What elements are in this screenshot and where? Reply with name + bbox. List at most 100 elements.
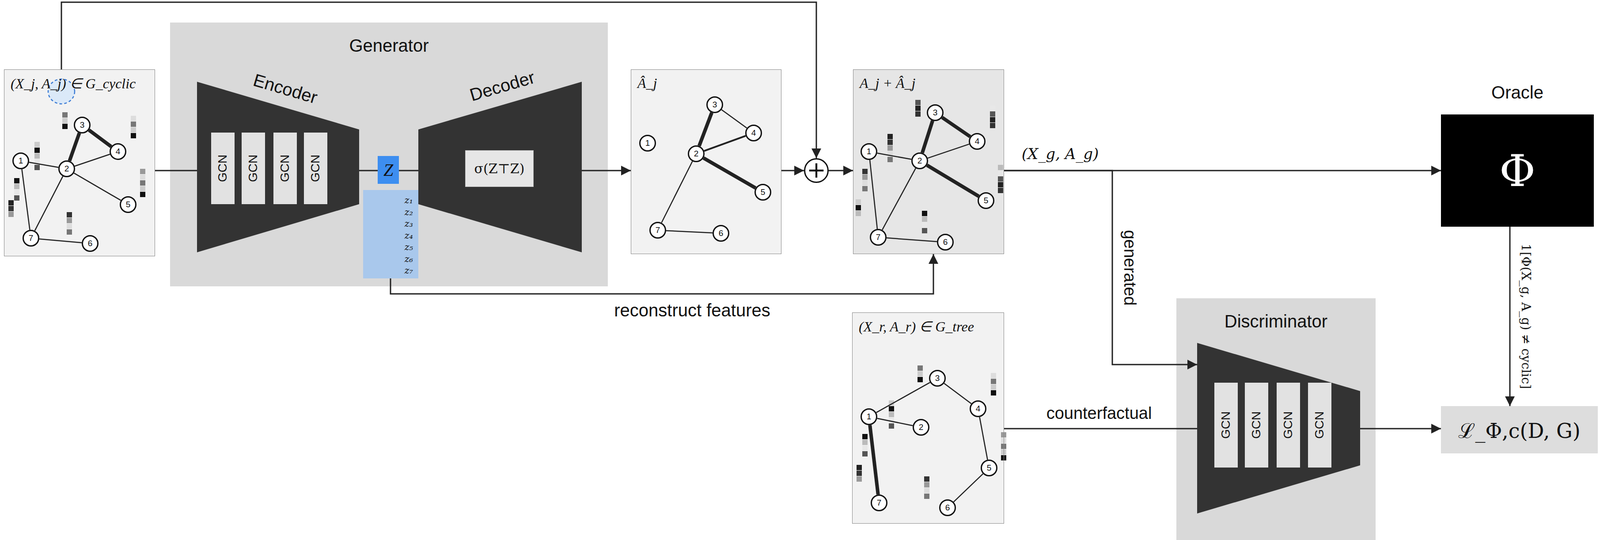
node-text: z₃ <box>404 217 414 230</box>
node-text: 4 <box>115 146 121 157</box>
graph-panel: Â_j1234567 <box>630 69 782 255</box>
node-text: 3 <box>79 120 85 130</box>
gcn-layer: GCN <box>1276 382 1301 468</box>
feature-cell <box>887 133 893 140</box>
flow-arrow <box>390 254 934 294</box>
panel-fill <box>1176 298 1376 540</box>
feature-cell <box>915 105 921 111</box>
graph-edge <box>944 382 972 404</box>
graph-node: 1 <box>860 408 878 425</box>
flow-arrow <box>1360 428 1441 430</box>
node-text: (X_j, A_j) ∈ G_cyclic <box>10 75 136 92</box>
module-panel: GeneratorEncoderGCNGCNGCNGCNZz₁z₂z₃z₄z₅z… <box>170 22 608 287</box>
node-text: 3 <box>712 99 718 110</box>
feature-cell <box>989 117 996 123</box>
node-text: 5 <box>125 199 131 210</box>
feature-cell <box>921 222 928 228</box>
node-text: 1 <box>866 146 872 157</box>
feature-cell <box>34 153 40 159</box>
node-text: 4 <box>751 128 757 138</box>
node-text: A_j + Â_j <box>859 75 916 92</box>
graph-panel: A_j + Â_j1234567 <box>853 69 1005 255</box>
graph-edge <box>73 173 121 201</box>
feature-cell <box>921 216 928 222</box>
graph-node: 1 <box>639 134 656 152</box>
feature-cell <box>997 164 1004 171</box>
feature-cell <box>997 187 1004 194</box>
node-text: Discriminator <box>1176 311 1376 332</box>
formula-box: σ(Z⊤Z) <box>465 150 534 187</box>
feature-cell <box>130 121 137 127</box>
node-text: GCN <box>246 154 261 182</box>
discriminator-trapezoid <box>1197 342 1361 514</box>
feature-cell <box>990 378 997 384</box>
graph-node: 6 <box>936 233 954 251</box>
graph-edge <box>876 382 931 413</box>
graph-panel: (X_r, A_r) ∈ G_tree1234567 <box>852 312 1005 524</box>
feature-cell <box>66 212 73 218</box>
graph-node: 7 <box>649 221 667 239</box>
node-text: 7 <box>876 497 882 508</box>
node-text: 6 <box>945 502 951 513</box>
feature-cell <box>989 122 996 129</box>
graph-node: 5 <box>754 183 772 201</box>
feature-cell <box>1000 437 1007 444</box>
feature-cell <box>990 372 997 379</box>
node-text: 4 <box>975 403 981 414</box>
graph-node: 6 <box>712 224 730 242</box>
oracle-box: OracleΦ <box>1440 114 1594 227</box>
node-text: z₂ <box>404 206 414 219</box>
feature-cell <box>862 445 868 451</box>
feature-cell <box>1000 443 1007 449</box>
graph-node: 2 <box>911 152 929 170</box>
graph-edge <box>886 237 937 242</box>
node-text: z₇ <box>404 264 414 277</box>
graph-node: 7 <box>870 494 888 512</box>
node-text: 6 <box>718 228 724 239</box>
feature-cell <box>856 470 862 476</box>
graph-node: 2 <box>58 160 76 178</box>
feature-cell <box>62 117 68 124</box>
graph-edge <box>699 112 713 146</box>
node-text: (X_r, A_r) ∈ G_tree <box>858 318 975 335</box>
feature-cell <box>990 384 997 390</box>
feature-cell <box>66 217 73 224</box>
feature-cell <box>8 211 14 217</box>
node-text: 1 <box>645 138 651 148</box>
graph-edge <box>29 162 59 168</box>
feature-cell <box>921 227 928 234</box>
node-text: 2 <box>918 422 924 433</box>
feature-cell <box>66 223 73 229</box>
feature-cell <box>856 476 862 482</box>
feature-cell <box>855 210 861 217</box>
feature-cell <box>14 178 20 184</box>
graph-panel: (X_j, A_j) ∈ G_cyclic1234567 <box>3 69 156 257</box>
graph-node: 7 <box>22 229 40 247</box>
node-text: Z <box>383 159 394 181</box>
edge-label: (X_g, A_g) <box>1020 144 1100 163</box>
graph-node: 3 <box>73 116 91 134</box>
graph-node: 4 <box>745 124 763 142</box>
graph-edge <box>869 424 879 495</box>
graph-node: 4 <box>969 400 987 418</box>
graph-edge <box>39 238 82 243</box>
node-text: 3 <box>932 107 938 118</box>
graph-node: 3 <box>928 369 946 387</box>
flow-arrow <box>155 170 198 172</box>
feature-cell <box>1000 449 1007 455</box>
feature-cell <box>887 139 893 145</box>
graph-edge <box>666 230 713 233</box>
graph-edge <box>877 152 912 160</box>
feature-cell <box>140 180 146 186</box>
node-text: 5 <box>760 187 766 198</box>
graph-edge <box>21 169 30 230</box>
graph-edge <box>869 159 878 229</box>
feature-cell <box>14 189 20 195</box>
node-text: GCN <box>1312 411 1328 439</box>
feature-cell <box>924 476 930 482</box>
feature-cell <box>887 145 893 151</box>
decoder-block: Decoderσ(Z⊤Z) <box>418 81 582 253</box>
graph-edge <box>926 165 979 197</box>
node-text: Oracle <box>1440 82 1594 103</box>
